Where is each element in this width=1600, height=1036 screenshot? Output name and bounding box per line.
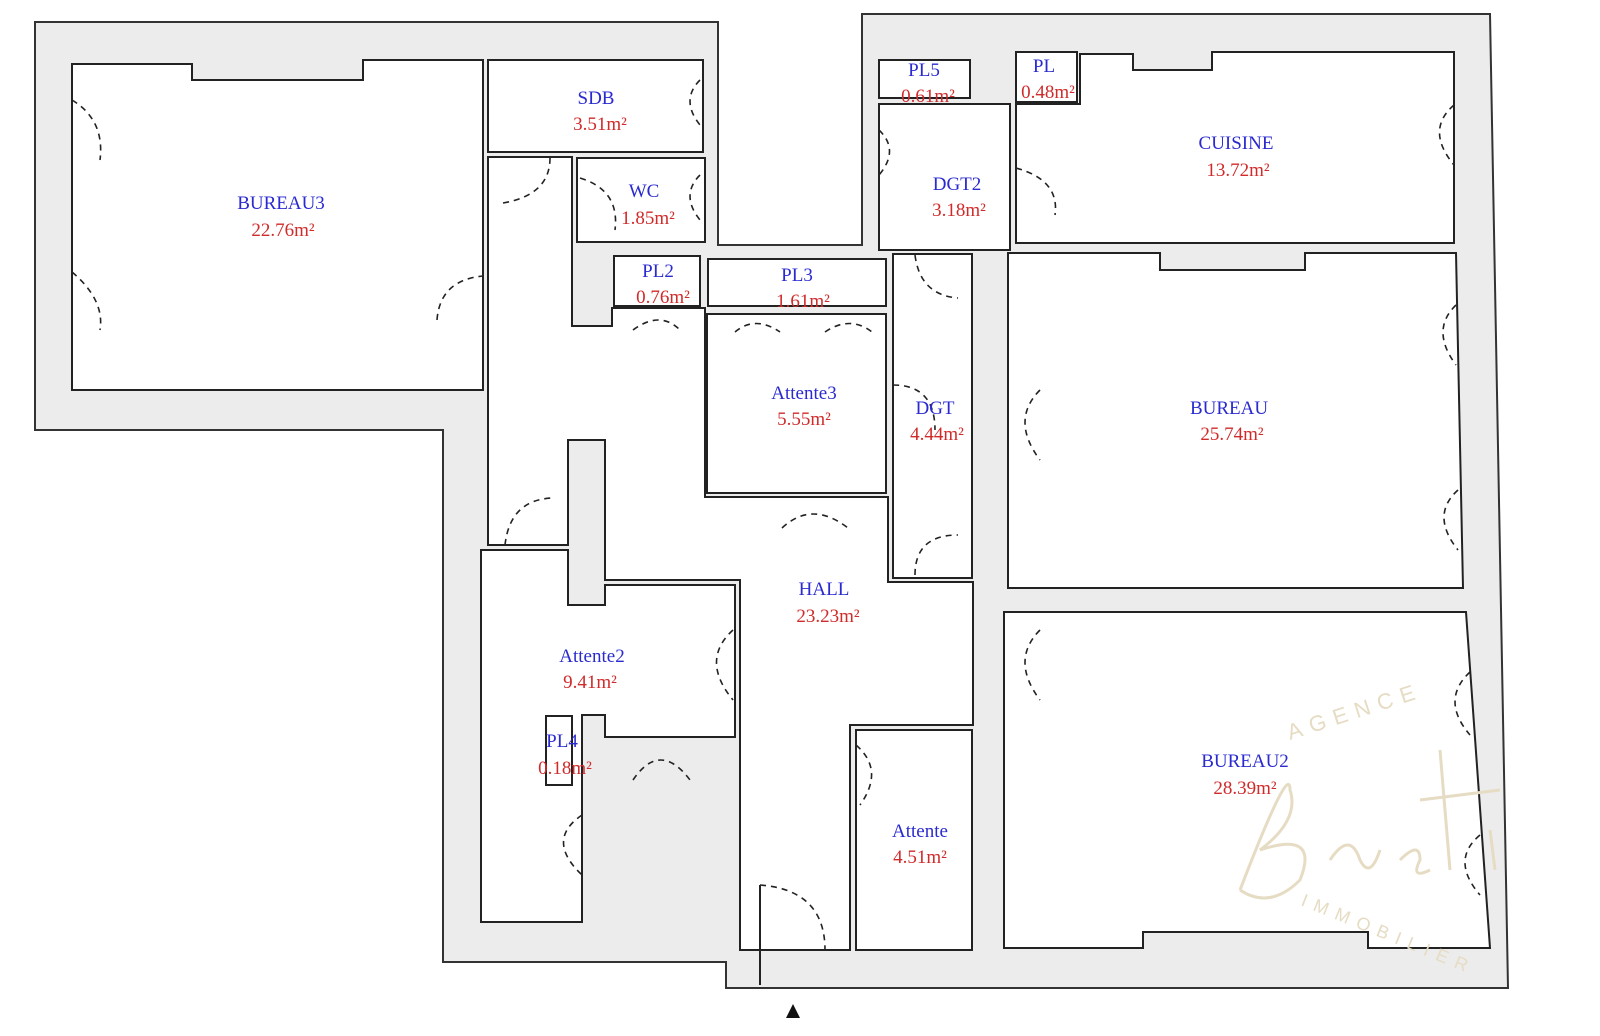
room-pl5 bbox=[878, 59, 971, 99]
room-area: 0.76m² bbox=[636, 287, 690, 308]
room-cuisine bbox=[1015, 51, 1455, 244]
room-name: PL5 bbox=[908, 60, 940, 81]
room-name: BUREAU3 bbox=[237, 193, 325, 214]
room-name: DGT2 bbox=[933, 174, 982, 195]
room-pl3 bbox=[707, 258, 887, 307]
north-arrow-icon bbox=[786, 1004, 800, 1018]
room-area: 3.51m² bbox=[573, 114, 627, 135]
room-wc bbox=[576, 157, 706, 243]
room-name: SDB bbox=[578, 88, 615, 109]
room-attente2 bbox=[480, 549, 736, 923]
room-area: 1.85m² bbox=[621, 208, 675, 229]
room-attente3 bbox=[706, 313, 887, 494]
room-area: 0.48m² bbox=[1021, 82, 1075, 103]
room-area: 3.18m² bbox=[932, 200, 986, 221]
room-name: PL bbox=[1033, 56, 1055, 77]
room-area: 0.61m² bbox=[901, 86, 955, 107]
room-name: Attente2 bbox=[559, 646, 624, 667]
room-name: PL3 bbox=[781, 265, 813, 286]
room-labels: BUREAU3 22.76m² SDB 3.51m² WC 1.85m² PL2… bbox=[237, 56, 1289, 868]
room-name: DGT bbox=[915, 398, 954, 419]
room-area: 0.18m² bbox=[538, 758, 592, 779]
room-name: BUREAU bbox=[1190, 398, 1268, 419]
doors bbox=[71, 79, 1481, 985]
room-area: 13.72m² bbox=[1206, 160, 1270, 181]
room-bureau3 bbox=[71, 59, 484, 391]
room-pl4 bbox=[545, 715, 573, 786]
room-area: 25.74m² bbox=[1200, 424, 1264, 445]
room-dgt bbox=[892, 253, 973, 579]
room-area: 22.76m² bbox=[251, 220, 315, 241]
room-name: CUISINE bbox=[1199, 133, 1274, 154]
room-area: 5.55m² bbox=[777, 409, 831, 430]
room-bureau bbox=[1007, 252, 1465, 589]
room-name: Attente3 bbox=[771, 383, 836, 404]
room-area: 23.23m² bbox=[796, 606, 860, 627]
room-name: PL2 bbox=[642, 261, 674, 282]
room-name: BUREAU2 bbox=[1201, 751, 1289, 772]
room-area: 28.39m² bbox=[1213, 778, 1277, 799]
room-area: 4.44m² bbox=[910, 424, 964, 445]
room-name: WC bbox=[629, 181, 660, 202]
room-bureau2 bbox=[1003, 611, 1492, 949]
room-area: 4.51m² bbox=[893, 847, 947, 868]
room-area: 9.41m² bbox=[563, 672, 617, 693]
room-name: HALL bbox=[799, 579, 850, 600]
room-pl2 bbox=[613, 255, 701, 307]
room-attente bbox=[855, 729, 973, 951]
room-area: 1.61m² bbox=[776, 291, 830, 312]
room-hall bbox=[487, 156, 974, 951]
room-pl bbox=[1015, 51, 1078, 103]
room-name: Attente bbox=[892, 821, 948, 842]
room-sdb bbox=[487, 59, 704, 153]
room-name: PL4 bbox=[546, 731, 578, 752]
room-dgt2 bbox=[878, 103, 1011, 251]
